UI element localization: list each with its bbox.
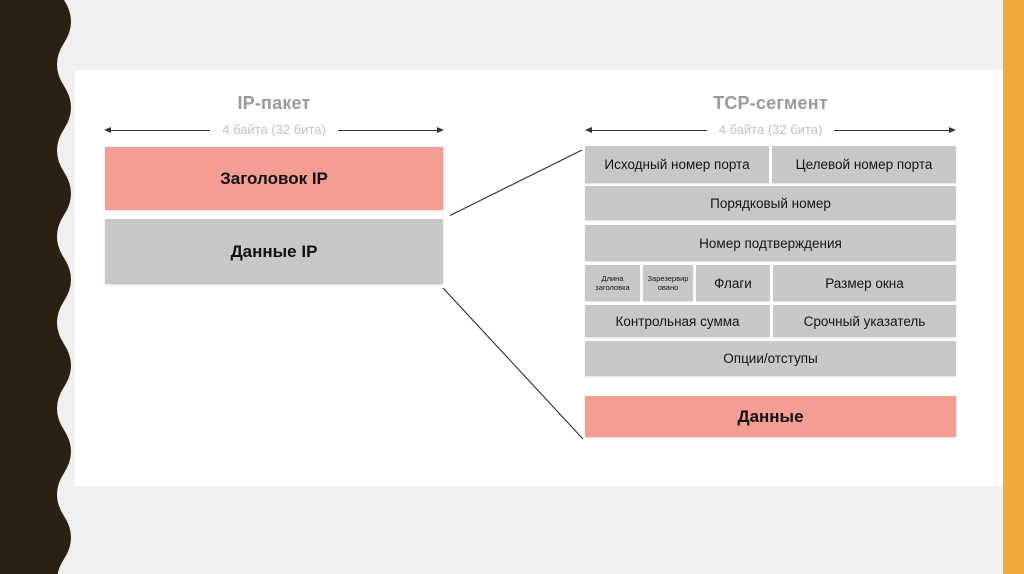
cell-source-port: Исходный номер порта	[585, 146, 769, 183]
arrow-shaft	[337, 129, 438, 131]
cell-dest-port: Целевой номер порта	[772, 146, 956, 183]
ip-width-arrow: 4 байта (32 бита)	[104, 121, 445, 137]
cell-sequence-number: Порядковый номер	[585, 186, 956, 220]
tcp-row-sequence: Порядковый номер	[585, 186, 956, 220]
cell-options: Опции/отступы	[585, 341, 956, 376]
arrow-left-icon	[585, 127, 592, 133]
arrow-shaft	[834, 129, 950, 131]
arrow-right-icon	[949, 127, 957, 133]
arrow-shaft	[111, 129, 211, 131]
ip-header-block: Заголовок IP	[105, 147, 443, 210]
arrow-left-icon	[104, 127, 111, 133]
cell-checksum: Контрольная сумма	[585, 305, 770, 337]
tcp-row-options: Опции/отступы	[585, 341, 956, 376]
tcp-width-label: 4 байта (32 бита)	[718, 121, 823, 137]
tcp-row-ports: Исходный номер порта Целевой номер порта	[585, 146, 956, 183]
arrow-right-icon	[437, 127, 445, 133]
wavy-left-border-shape	[0, 0, 71, 574]
tcp-data-block: Данные	[585, 396, 956, 437]
tcp-segment-table: Исходный номер порта Целевой номер порта…	[585, 146, 956, 376]
cell-ack-number: Номер подтверждения	[585, 225, 956, 261]
tcp-row-ack: Номер подтверждения	[585, 225, 956, 261]
cell-reserved: Зарезервир овано	[643, 265, 693, 301]
cell-urgent-pointer: Срочный указатель	[773, 305, 956, 337]
ip-width-label: 4 байта (32 бита)	[222, 121, 326, 137]
tcp-segment-title: TCP-сегмент	[713, 93, 828, 113]
ip-packet-title: IP-пакет	[237, 93, 311, 113]
wavy-left-border	[0, 0, 71, 574]
cell-window-size: Размер окна	[773, 265, 956, 301]
cell-flags: Флаги	[696, 265, 770, 301]
tcp-row-flags: Длина заголовка Зарезервир овано Флаги Р…	[585, 265, 956, 301]
ip-data-block: Данные IP	[105, 219, 443, 284]
tcp-row-checksum: Контрольная сумма Срочный указатель	[585, 305, 956, 337]
orange-right-border	[1003, 0, 1024, 574]
tcp-width-arrow: 4 байта (32 бита)	[585, 121, 957, 137]
arrow-shaft	[592, 129, 707, 131]
cell-header-length: Длина заголовка	[585, 265, 640, 301]
